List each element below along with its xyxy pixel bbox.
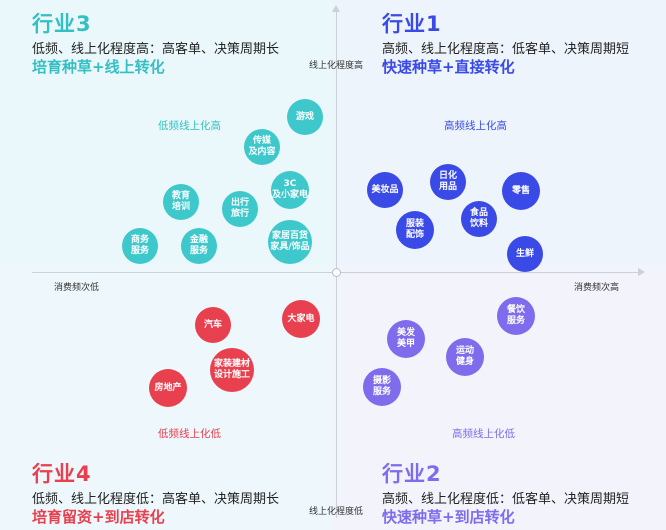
quadrant-1-title: 行业1: [382, 12, 442, 36]
quadrant-4-strategy: 培育留资+到店转化: [32, 508, 165, 526]
bubble-daily-chemicals: 日化 用品: [430, 164, 466, 200]
bubble-real-estate: 房地产: [149, 369, 187, 407]
bubble-hair-nails: 美发 美甲: [387, 320, 425, 358]
quadrant-3-title: 行业3: [32, 12, 92, 36]
bubble-home-goods: 家居百货 家具/饰品: [268, 220, 312, 264]
quadrant-1-zone-label: 高频线上化高: [444, 120, 507, 132]
bubble-apparel: 服装 配饰: [396, 211, 434, 249]
quadrant-3-strategy: 培育种草+线上转化: [32, 58, 165, 76]
bubble-large-appliances: 大家电: [282, 300, 320, 338]
bubble-fitness: 运动 健身: [446, 338, 484, 376]
quadrant-4-zone-label: 低频线上化低: [158, 428, 221, 440]
bubble-food-beverage: 食品 饮料: [461, 201, 497, 237]
bubble-games: 游戏: [287, 99, 323, 135]
quadrant-4-title: 行业4: [32, 462, 92, 486]
quadrant-4-desc: 低频、线上化程度低：高客单、决策周期长: [32, 492, 280, 507]
bubble-education-training: 教育 培训: [163, 184, 199, 220]
bubble-fresh-food: 生鲜: [507, 236, 543, 272]
x-axis-left-label: 消费频次低: [54, 283, 100, 293]
quadrant-1-strategy: 快速种草+直接转化: [382, 58, 515, 76]
quadrant-2-desc: 高频、线上化程度低：低客单、决策周期短: [382, 492, 630, 507]
bubble-travel: 出行 旅行: [222, 191, 258, 227]
quadrant-top-left-bg: [0, 0, 333, 265]
bubble-automobile: 汽车: [195, 307, 231, 343]
y-axis-bottom-label: 线上化程度低: [309, 507, 364, 517]
bubble-retail: 零售: [502, 172, 540, 210]
bubble-business-services: 商务 服务: [122, 228, 158, 264]
quadrant-top-right-bg: [333, 0, 666, 265]
bubble-photography: 摄影 服务: [363, 368, 401, 406]
bubble-media-content: 传媒 及内容: [244, 129, 280, 165]
bubble-financial-services: 金融 服务: [181, 228, 217, 264]
quadrant-3-zone-label: 低频线上化高: [158, 120, 221, 132]
origin-marker: [332, 268, 341, 277]
bubble-3c-appliances: 3C 及小家电: [271, 171, 309, 209]
x-axis-arrow: [638, 268, 645, 276]
y-axis-arrow: [332, 5, 340, 12]
y-axis-line: [336, 10, 337, 518]
bubble-cosmetics: 美妆品: [367, 172, 403, 208]
bubble-home-decoration: 家装建材 设计施工: [210, 348, 254, 392]
y-axis-top-label: 线上化程度高: [309, 61, 364, 71]
quadrant-2-zone-label: 高频线上化低: [452, 428, 515, 440]
quadrant-3-desc: 低频、线上化程度高：高客单、决策周期长: [32, 42, 280, 57]
quadrant-2-title: 行业2: [382, 462, 442, 486]
x-axis-right-label: 消费频次高: [574, 283, 620, 293]
quadrant-2-strategy: 快速种草+到店转化: [382, 508, 515, 526]
bubble-catering: 餐饮 服务: [497, 297, 535, 335]
quadrant-1-desc: 高频、线上化程度高：低客单、决策周期短: [382, 42, 630, 57]
